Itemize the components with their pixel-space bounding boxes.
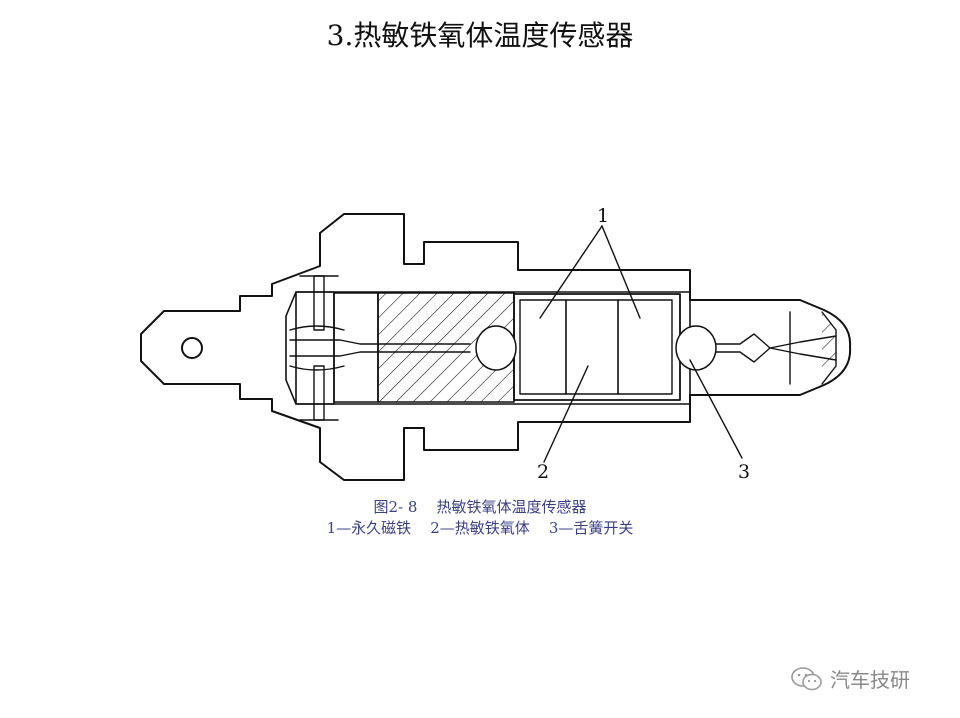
part-label-2: 2 — [537, 461, 549, 483]
sensor-housing — [140, 213, 852, 481]
ferrite-inner-box — [519, 299, 673, 395]
lead-wire-upper — [289, 333, 837, 349]
leader-2 — [543, 365, 589, 463]
inner-cavity — [295, 291, 691, 405]
figure-legend: 1—永久磁铁 2—热敏铁氧体 3—舌簧开关 — [326, 519, 634, 537]
connector-pin-bottom — [313, 365, 325, 421]
page-title: 3.热敏铁氧体温度传感器 — [326, 19, 634, 52]
connector-pin-top — [313, 275, 325, 331]
leader-3 — [689, 359, 743, 459]
leader-1a — [539, 225, 603, 319]
leader-1b — [601, 225, 641, 319]
reed-switch-bulb-left — [475, 325, 517, 371]
spacer-ring — [333, 292, 379, 403]
ferrite-outer-box — [513, 293, 681, 401]
seal-hub — [285, 291, 335, 405]
reed-switch-bulb-right — [675, 325, 717, 371]
lead-wire-lower — [289, 347, 837, 363]
wechat-icon — [791, 666, 822, 690]
part-label-3: 3 — [738, 461, 750, 483]
terminal-hole — [181, 337, 203, 359]
watermark: 汽车技研 — [790, 664, 910, 693]
part-label-1: 1 — [597, 205, 609, 227]
figure-caption: 图2- 8 热敏铁氧体温度传感器 — [373, 498, 587, 516]
watermark-text: 汽车技研 — [830, 668, 910, 692]
